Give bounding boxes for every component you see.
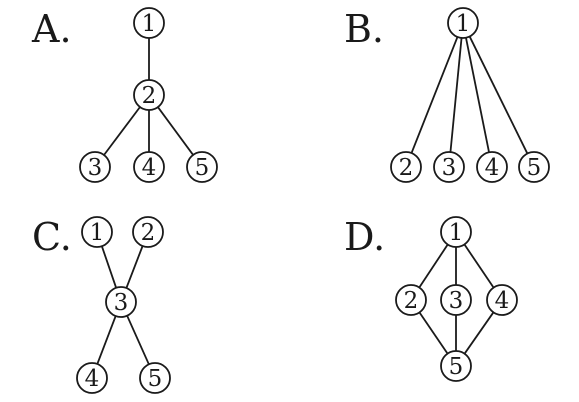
option-label-c: C. (32, 215, 72, 259)
node-circle (486, 284, 518, 316)
edge-a2-a5 (157, 106, 194, 156)
edge-c1-c3 (101, 245, 117, 289)
node-number: 2 (142, 83, 157, 109)
option-label-a: A. (31, 7, 72, 51)
node-c4: 4 (76, 362, 108, 394)
node-number: 1 (449, 220, 464, 246)
edge-d4-d5 (463, 311, 495, 355)
node-c2: 2 (132, 216, 164, 248)
node-a5: 5 (186, 151, 218, 183)
node-b4: 4 (476, 151, 508, 183)
node-circle (518, 151, 550, 183)
node-circle (139, 362, 171, 394)
node-circle (447, 7, 479, 39)
node-circle (440, 216, 472, 248)
node-number: 5 (527, 155, 542, 181)
node-circle (105, 286, 137, 318)
node-circle (132, 216, 164, 248)
node-a1: 1 (133, 7, 165, 39)
node-number: 2 (399, 155, 414, 181)
edge-c3-c5 (126, 315, 150, 365)
node-number: 1 (456, 11, 471, 37)
node-circle (133, 151, 165, 183)
node-d5: 5 (440, 350, 472, 382)
node-number: 1 (90, 220, 105, 246)
node-b2: 2 (390, 151, 422, 183)
labels-layer: A. B. C. D. (31, 7, 385, 259)
option-label-d: D. (344, 215, 385, 259)
node-number: 4 (85, 366, 100, 392)
edge-d1-d4 (463, 243, 495, 289)
node-circle (476, 151, 508, 183)
edges-layer (96, 36, 529, 365)
node-a4: 4 (133, 151, 165, 183)
edge-c3-c4 (96, 315, 117, 365)
node-circle (133, 79, 165, 111)
node-d1: 1 (440, 216, 472, 248)
node-c1: 1 (81, 216, 113, 248)
node-c3: 3 (105, 286, 137, 318)
node-number: 3 (88, 155, 103, 181)
node-c5: 5 (139, 362, 171, 394)
nodes-layer: 1 2 3 4 5 1 2 3 4 5 1 2 3 4 5 1 2 3 4 5 (76, 7, 550, 394)
node-number: 5 (148, 366, 163, 392)
edge-b1-b3 (449, 37, 463, 153)
node-circle (390, 151, 422, 183)
node-number: 2 (141, 220, 156, 246)
node-number: 4 (495, 288, 510, 314)
edge-d2-d5 (418, 311, 449, 355)
node-number: 4 (142, 155, 157, 181)
edge-c2-c3 (125, 245, 144, 289)
node-a2: 2 (133, 79, 165, 111)
node-number: 1 (142, 11, 157, 37)
node-circle (79, 151, 111, 183)
node-number: 2 (404, 288, 419, 314)
edge-b1-b4 (465, 37, 490, 153)
edge-a2-a3 (103, 106, 141, 156)
edge-b1-b5 (468, 36, 529, 154)
edge-b1-b2 (410, 36, 459, 154)
node-number: 5 (449, 354, 464, 380)
node-circle (440, 284, 472, 316)
node-b5: 5 (518, 151, 550, 183)
node-a3: 3 (79, 151, 111, 183)
node-circle (440, 350, 472, 382)
node-d4: 4 (486, 284, 518, 316)
node-number: 3 (114, 290, 129, 316)
node-number: 3 (442, 155, 457, 181)
node-circle (81, 216, 113, 248)
node-b3: 3 (433, 151, 465, 183)
node-number: 4 (485, 155, 500, 181)
node-b1: 1 (447, 7, 479, 39)
node-circle (395, 284, 427, 316)
node-d3: 3 (440, 284, 472, 316)
node-circle (76, 362, 108, 394)
node-circle (133, 7, 165, 39)
edge-d1-d2 (418, 244, 449, 288)
option-label-b: B. (344, 7, 384, 51)
node-number: 3 (449, 288, 464, 314)
node-circle (433, 151, 465, 183)
node-circle (186, 151, 218, 183)
node-d2: 2 (395, 284, 427, 316)
node-number: 5 (195, 155, 210, 181)
